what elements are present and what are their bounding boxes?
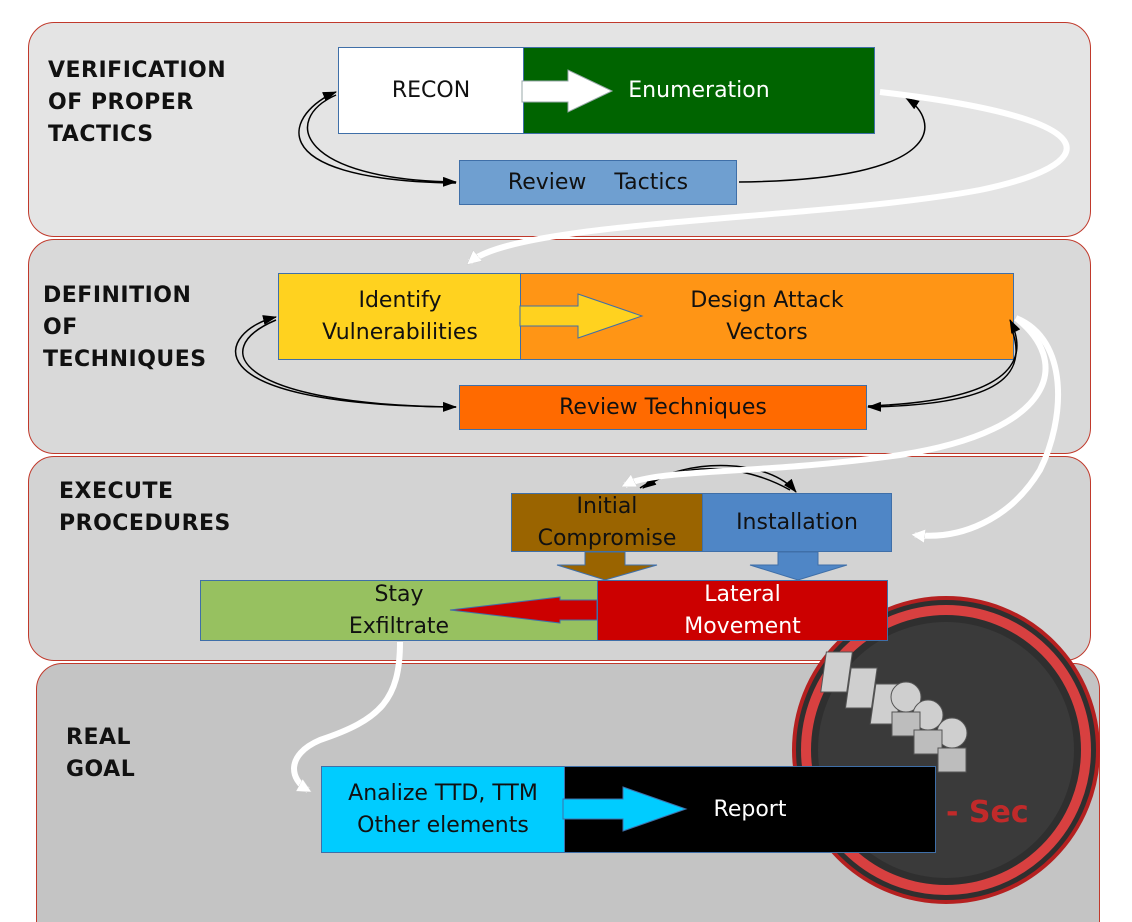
lateral-movement-label: Lateral Movement [684,581,801,639]
stay-exfiltrate-label: Stay Exfiltrate [348,581,450,639]
section-title-verification: VERIFICATION OF PROPER TACTICS [48,58,227,147]
analize-label: Analize TTD, TTM Other elements [348,780,538,838]
identify-vulnerabilities-box: Identify Vulnerabilities [278,273,522,360]
enumeration-box: Enumeration [523,47,875,134]
section-title-goal: REAL GOAL [66,725,136,782]
enumeration-label: Enumeration [628,77,770,103]
recon-box: RECON [338,47,524,134]
stay-exfiltrate-box: Stay Exfiltrate [200,580,598,641]
review-tactics-box: Review Tactics [459,160,737,205]
recon-label: RECON [391,77,471,103]
section-title-definition: DEFINITION OF TECHNIQUES [43,283,207,372]
design-attack-vectors-box: Design Attack Vectors [520,273,1014,360]
identify-vulnerabilities-label: Identify Vulnerabilities [322,287,478,345]
installation-box: Installation [702,493,892,552]
initial-compromise-label: Initial Compromise [537,493,677,551]
lateral-movement-box: Lateral Movement [597,580,888,641]
review-tactics-label: Review Tactics [507,169,689,195]
installation-label: Installation [736,509,858,535]
section-title-execute: EXECUTE PROCEDURES [59,479,231,536]
report-label: Report [713,796,787,822]
review-techniques-label: Review Techniques [559,394,767,420]
initial-compromise-box: Initial Compromise [511,493,703,552]
report-box: Report [564,766,936,853]
analize-box: Analize TTD, TTM Other elements [321,766,565,853]
review-techniques-box: Review Techniques [459,385,867,430]
design-attack-vectors-label: Design Attack Vectors [690,287,844,345]
